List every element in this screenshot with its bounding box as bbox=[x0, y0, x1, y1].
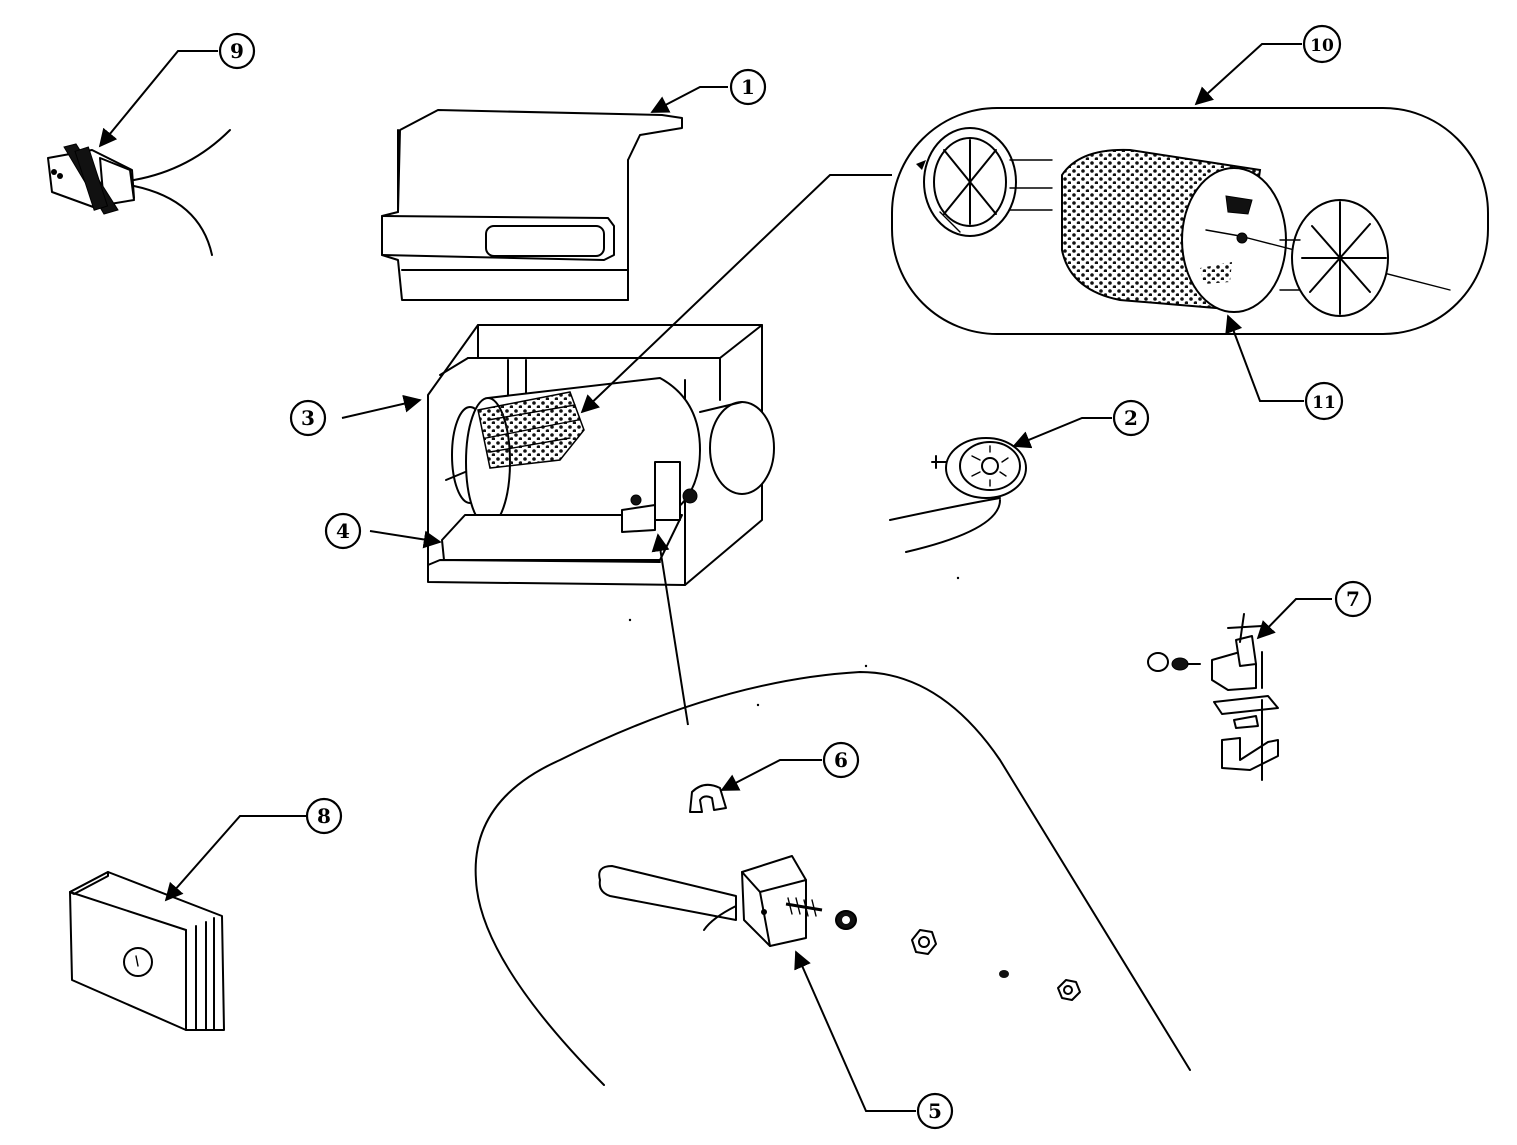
part-11-perforated-drum bbox=[1061, 148, 1451, 313]
part-2-timer bbox=[889, 437, 1027, 553]
leaders bbox=[98, 43, 1332, 1112]
callout-label-5: 5 bbox=[928, 1099, 942, 1123]
part-7-water-valve bbox=[1147, 613, 1279, 781]
callout-10: 10 bbox=[1302, 24, 1342, 64]
callout-4: 4 bbox=[324, 512, 362, 550]
callout-9: 9 bbox=[218, 32, 256, 70]
callout-label-4: 4 bbox=[336, 519, 350, 543]
callout-label-8: 8 bbox=[317, 804, 331, 828]
callout-label-6: 6 bbox=[834, 748, 848, 772]
part-9-switch bbox=[47, 129, 231, 256]
part-3-housing bbox=[427, 324, 775, 586]
callout-7: 7 bbox=[1334, 580, 1372, 618]
heater-assembly-enlarged bbox=[474, 533, 1191, 1086]
callout-5: 5 bbox=[916, 1092, 954, 1130]
callout-label-1: 1 bbox=[741, 75, 755, 99]
callout-1: 1 bbox=[729, 68, 767, 106]
callout-8: 8 bbox=[305, 797, 343, 835]
part-10-mold-assembly bbox=[891, 107, 1489, 335]
callout-label-2: 2 bbox=[1124, 406, 1138, 430]
callout-3: 3 bbox=[289, 399, 327, 437]
callout-6: 6 bbox=[822, 741, 860, 779]
part-6-clip bbox=[689, 783, 727, 813]
callout-11: 11 bbox=[1304, 381, 1344, 421]
callout-label-3: 3 bbox=[301, 406, 315, 430]
callout-label-9: 9 bbox=[230, 39, 244, 63]
callout-label-10: 10 bbox=[1310, 36, 1334, 56]
part-1-cover bbox=[381, 109, 683, 301]
part-8-control-box bbox=[69, 871, 225, 1031]
callout-label-11: 11 bbox=[1312, 393, 1336, 413]
callout-label-7: 7 bbox=[1346, 587, 1360, 611]
drum-cubes bbox=[477, 391, 585, 469]
scan-specks bbox=[628, 576, 960, 707]
callout-2: 2 bbox=[1112, 399, 1150, 437]
